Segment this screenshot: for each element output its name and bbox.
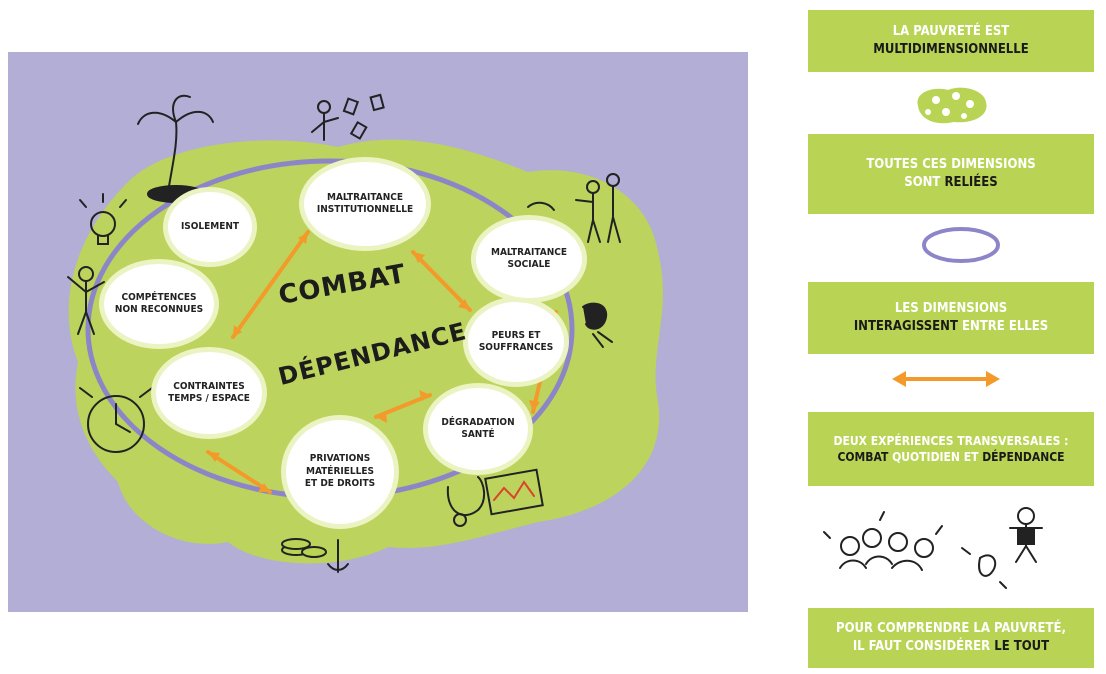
arrow-5 [206,450,272,494]
diagram-panel: MALTRAITANCE INSTITUTIONNELLE ISOLEMENT … [8,52,748,612]
pointing-people-icon [527,173,621,243]
legend-box-3: LES DIMENSIONS INTERAGISSENT ENTRE ELLES [808,282,1094,354]
legend-box-1: LA PAUVRETÉ EST MULTIDIMENSIONNELLE [808,10,1094,72]
legend-box-4: DEUX EXPÉRIENCES TRANSVERSALES : COMBAT … [808,412,1094,486]
health-chart-icon [484,468,544,516]
legend-box-2: TOUTES CES DIMENSIONS SONT RELIÉES [808,134,1094,214]
sinking-hand-icon [327,539,349,573]
double-arrow-icon [892,371,1000,387]
node-competences: COMPÉTENCES NON RECONNUES [104,264,214,344]
money-stack-icon [281,538,327,558]
node-privations: PRIVATIONS MATÉRIELLES ET DE DROITS [286,420,394,524]
person-papers-icon [311,93,385,141]
people-sketch-icon [823,507,1043,589]
arrow-1 [231,230,310,339]
lightbulb-icon [79,193,127,245]
juggler-figure-icon [67,266,105,335]
sad-face-icon [582,302,613,348]
ring-icon [922,227,1000,263]
alarm-clock-icon [79,387,153,453]
legend-box-5: POUR COMPRENDRE LA PAUVRETÉ, IL FAUT CON… [808,608,1094,668]
island-blob-icon [917,87,987,124]
arrow-heads [208,232,560,492]
node-contraintes: CONTRAINTES TEMPS / ESPACE [156,352,262,434]
node-degradation: DÉGRADATION SANTÉ [428,388,528,470]
node-maltraitance-institutionnelle: MALTRAITANCE INSTITUTIONNELLE [304,162,426,246]
arrow-2 [411,250,472,312]
node-peurs: PEURS ET SOUFFRANCES [468,302,564,382]
stethoscope-icon [446,476,485,527]
node-maltraitance-sociale: MALTRAITANCE SOCIALE [476,220,582,298]
node-isolement: ISOLEMENT [168,192,252,262]
